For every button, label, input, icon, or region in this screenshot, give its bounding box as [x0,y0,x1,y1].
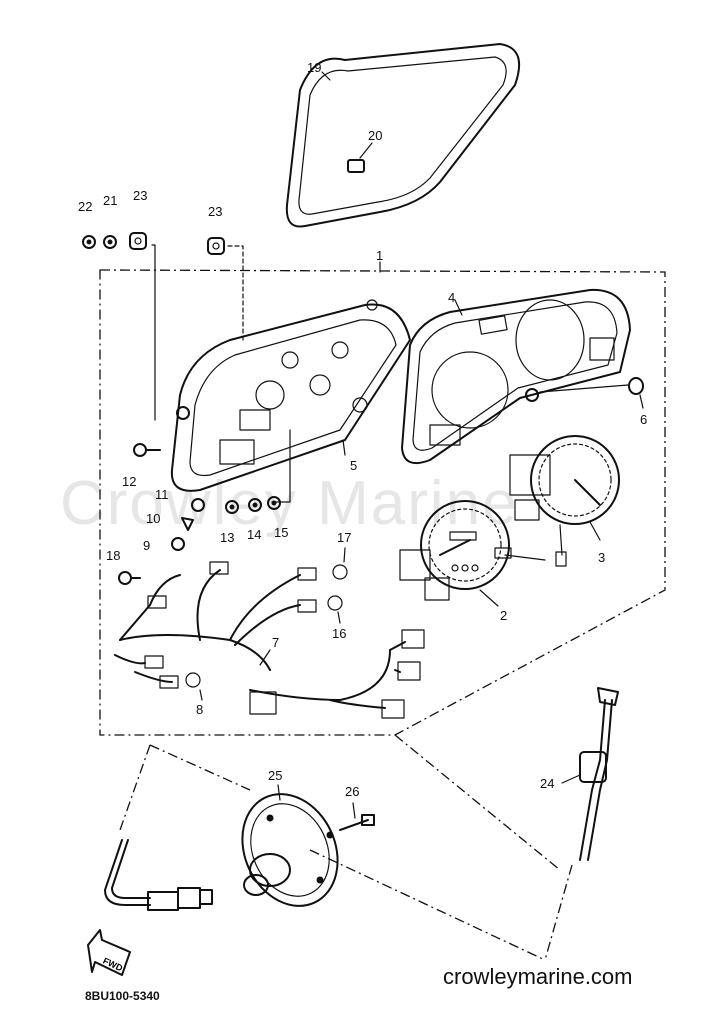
site-url: crowleymarine.com [443,964,633,989]
callout-5: 5 [350,458,357,473]
leader-23-right [227,245,244,341]
fwd-arrow-icon [87,929,131,976]
leader-4 [454,299,463,316]
dash-right [394,734,561,871]
grommet-15[interactable] [267,496,281,510]
leader-2 [479,589,499,607]
leader-15 [271,429,291,503]
meter-cover[interactable] [401,288,631,464]
callout-18: 18 [106,548,120,563]
dash-left [119,744,151,831]
meter-housing[interactable] [170,299,411,492]
callout-23-right: 23 [208,204,222,219]
callout-24: 24 [540,776,554,791]
callout-3: 3 [598,550,605,565]
watermark: Crowley Marine [60,469,519,538]
dash-bottom [309,849,546,961]
callout-6: 6 [640,412,647,427]
callout-22: 22 [78,199,92,214]
leader-20 [359,142,373,159]
callout-12: 12 [122,474,136,489]
socket-9[interactable] [171,537,185,551]
screw-12[interactable] [133,443,161,457]
callout-2: 2 [500,608,507,623]
callout-4: 4 [448,290,455,305]
bulb-6[interactable] [628,377,644,395]
speedometer-gear-25[interactable] [225,778,356,921]
leader-16 [337,611,341,624]
leader-3 [589,521,601,541]
bulb-10[interactable] [181,517,194,531]
dash-mid [149,744,251,791]
nut-22[interactable] [82,235,96,249]
leader-17 [343,547,346,563]
callout-10: 10 [146,511,160,526]
callout-19: 19 [307,60,321,75]
grommet-23-left[interactable] [129,232,147,250]
leader-5 [342,439,346,456]
screw-18[interactable] [118,571,141,585]
leader-6 [539,384,629,393]
leader-6b [639,394,644,409]
bezel-ring[interactable] [285,43,520,228]
grommet-14[interactable] [248,498,262,512]
leader-8 [199,689,203,701]
callout-20: 20 [368,128,382,143]
leader-7 [259,649,271,666]
screw-26[interactable] [339,814,375,831]
callout-15: 15 [274,525,288,540]
speedometer-cable-24[interactable] [579,687,619,861]
callout-8: 8 [196,702,203,717]
callout-7: 7 [272,635,279,650]
bulb-11[interactable] [191,498,205,512]
leader-25 [277,784,281,801]
callout-11: 11 [155,487,169,502]
callout-1: 1 [376,248,383,263]
leader-24 [561,774,581,784]
callout-21: 21 [103,193,117,208]
dash-bottom-right [544,864,573,961]
grommet-23-right[interactable] [207,237,225,255]
leader-19 [321,71,331,81]
washer-13[interactable] [225,500,239,514]
callout-16: 16 [332,626,346,641]
callout-23-left: 23 [133,188,147,203]
callout-17: 17 [337,530,351,545]
leader-23-left [151,244,156,421]
leader-26 [352,802,356,819]
lower-cable[interactable] [104,839,213,911]
diagram-code: 8BU100-5340 [85,989,160,1003]
callout-14: 14 [247,527,261,542]
wire-harness[interactable] [114,561,425,719]
callout-26: 26 [345,784,359,799]
callout-25: 25 [268,768,282,783]
tachometer[interactable] [509,435,620,567]
callout-9: 9 [143,538,150,553]
pad-20[interactable] [347,159,365,173]
callout-13: 13 [220,530,234,545]
speedometer[interactable] [399,500,546,601]
assembly-boundary [99,269,666,736]
washer-21[interactable] [103,235,117,249]
